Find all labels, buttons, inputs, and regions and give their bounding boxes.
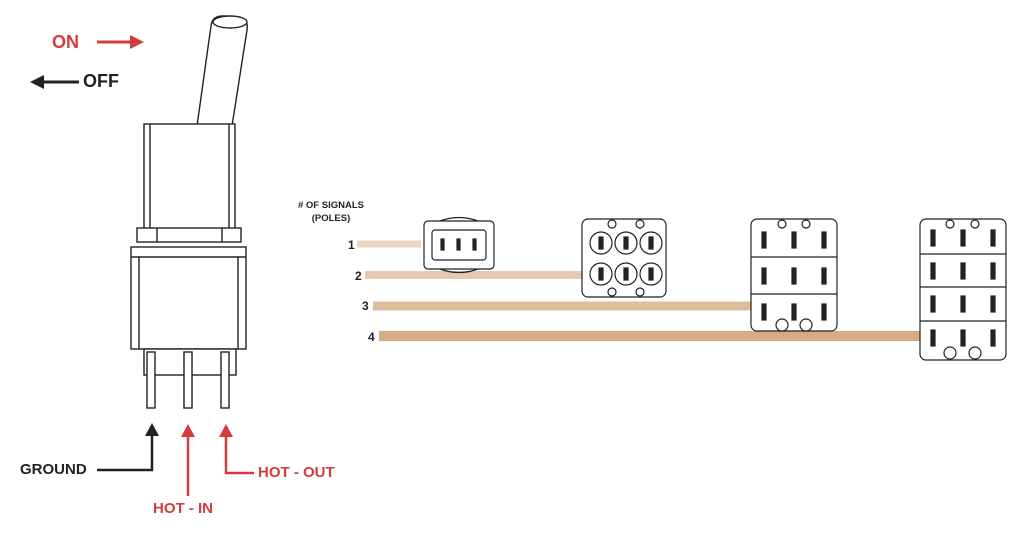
ground-label: GROUND [20, 461, 87, 478]
pin-hot-in [183, 351, 193, 409]
pole-number-4: 4 [368, 330, 375, 344]
poles-title-line2: (POLES) [311, 212, 351, 224]
pin-hot-out [220, 351, 230, 409]
off-arrow [30, 75, 79, 89]
on-arrow [97, 35, 144, 49]
switch-bushing [143, 123, 236, 230]
pole-number-2: 2 [355, 269, 362, 283]
pole-number-3: 3 [362, 299, 369, 313]
wires [357, 240, 920, 341]
switch-nut [136, 227, 242, 243]
toggle-switch [130, 15, 248, 409]
pin-ground [146, 351, 156, 409]
poles-title: # OF SIGNALS (POLES) [298, 200, 364, 226]
off-label: OFF [83, 71, 119, 91]
hot-in-label: HOT - IN [153, 500, 213, 517]
switch-body [130, 246, 247, 350]
hot-in-arrow [181, 424, 195, 496]
poles-title-line1: # OF SIGNALS [298, 200, 364, 211]
hot-out-label: HOT - OUT [258, 464, 335, 481]
hot-out-arrow [219, 424, 254, 475]
connector-single-pole [423, 216, 495, 274]
connector-quad-pole [919, 218, 1007, 361]
ground-arrow [97, 423, 159, 472]
connector-double-pole [581, 218, 667, 298]
connector-triple-pole [750, 218, 838, 332]
on-label: ON [52, 32, 79, 52]
pole-number-1: 1 [348, 238, 355, 252]
switch-lever [196, 15, 248, 127]
